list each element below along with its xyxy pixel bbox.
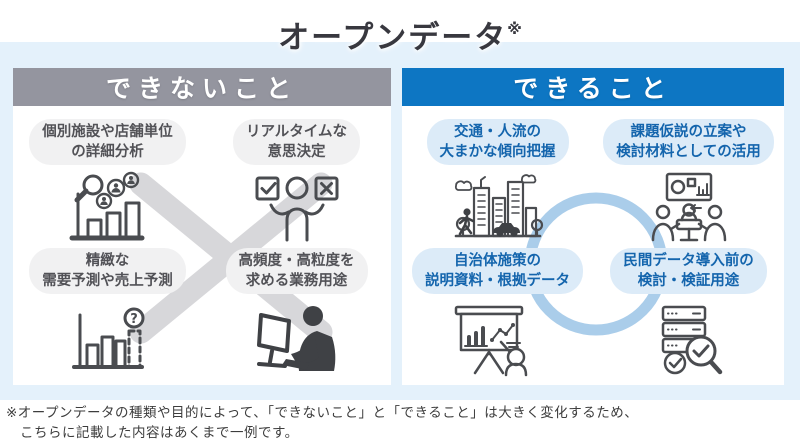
- footnote-line-2: こちらに記載した内容はあくまで一例です。: [20, 424, 299, 441]
- realtime-decision-icon: [249, 170, 345, 254]
- can-item-pill-2: 課題仮説の立案や 検討材料としての活用: [603, 119, 774, 165]
- city-traffic-icon: [450, 170, 546, 254]
- cannot-panel-header: できないこと: [13, 68, 391, 106]
- footnote: ※オープンデータの種類や目的によって、「できないこと」と「できること」は大きく変…: [6, 404, 638, 443]
- footnote-line-1: ※オープンデータの種類や目的によって、「できないこと」と「できること」は大きく変…: [6, 405, 639, 421]
- can-panel-header: できること: [402, 68, 784, 106]
- can-panel-body: 交通・人流の 大まかな傾向把握 課題仮説の立案や 検討材料としての活用: [402, 106, 784, 385]
- can-panel: できること 交通・人流の 大まかな傾向把握 課題仮説の立案や 検討材料としての活…: [402, 68, 784, 385]
- can-panel-grid: 交通・人流の 大まかな傾向把握 課題仮説の立案や 検討材料としての活用: [402, 106, 784, 385]
- facility-analysis-icon: [60, 170, 156, 254]
- can-item-pill-3: 自治体施策の 説明資料・根拠データ: [412, 248, 583, 294]
- cannot-panel-body: 個別施設や店舗単位 の詳細分析 リアルタイムな 意思決定: [13, 106, 391, 385]
- meeting-discussion-icon: [641, 170, 737, 254]
- data-verification-icon: [641, 299, 737, 383]
- can-item-pill-4: 民間データ導入前の 検討・検証用途: [610, 248, 767, 294]
- forecast-chart-icon: ?: [60, 299, 156, 383]
- can-item-pill-1: 交通・人流の 大まかな傾向把握: [426, 119, 569, 165]
- cannot-item-pill-1: 個別施設や店舗単位 の詳細分析: [29, 119, 186, 165]
- cannot-panel: できないこと 個別施設や店舗単位 の詳細分析 リアルタイムな 意思決定: [13, 68, 391, 385]
- cannot-item-pill-4: 高頻度・高粒度を 求める業務用途: [225, 248, 368, 294]
- note-mark: ※: [507, 20, 522, 38]
- page-title: オープンデータ※: [0, 12, 800, 57]
- cannot-item-pill-3: 精緻な 需要予測や売上予測: [29, 248, 186, 294]
- cannot-item-pill-2: リアルタイムな 意思決定: [232, 119, 361, 165]
- computer-work-icon: [249, 299, 345, 383]
- cannot-panel-grid: 個別施設や店舗単位 の詳細分析 リアルタイムな 意思決定: [13, 106, 391, 385]
- page-title-text: オープンデータ: [278, 20, 508, 56]
- presentation-icon: [450, 299, 546, 383]
- svg-text:?: ?: [130, 312, 138, 327]
